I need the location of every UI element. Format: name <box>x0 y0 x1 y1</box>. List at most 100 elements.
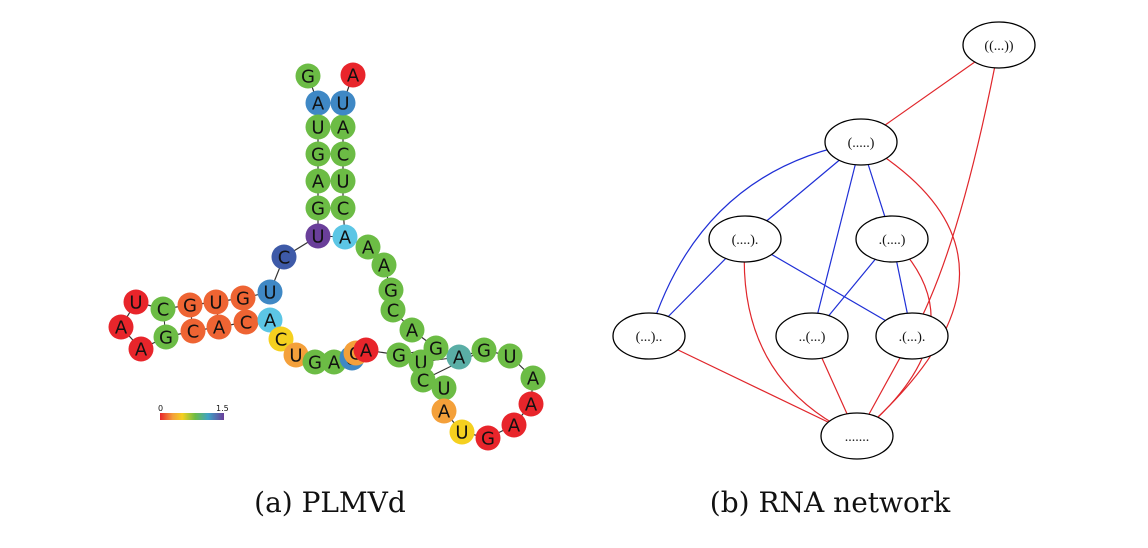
nucleotide-circle <box>386 342 412 368</box>
network-edge <box>911 44 1000 337</box>
nucleotide-base-label: U <box>455 423 468 444</box>
nucleotide-base-label: A <box>453 348 466 369</box>
nucleotide-base-label: A <box>339 228 352 249</box>
plmvd-structure-panel: GAUGAGUCUGUGCUAAGCACACUGAUGAGUCUAUGAAAUG… <box>108 62 546 519</box>
nucleotide-circle <box>378 277 404 303</box>
nucleotide-circle <box>203 289 229 315</box>
nucleotide-base-label: A <box>115 318 128 339</box>
nucleotide-circle <box>431 398 457 424</box>
nucleotide-base-label: G <box>183 296 197 317</box>
nucleotide-base-label: G <box>477 341 491 362</box>
nucleotide-base-label: G <box>392 346 406 367</box>
nucleotide: C <box>180 318 206 344</box>
network-edge <box>744 238 913 337</box>
nucleotide: A <box>108 314 134 340</box>
nucleotide-base-label: U <box>437 379 450 400</box>
nucleotide-base-label: A <box>312 172 325 193</box>
nucleotide: U <box>123 289 149 315</box>
network-edge <box>743 238 858 437</box>
nucleotide: U <box>330 168 356 194</box>
network-node-ellipse <box>820 412 894 460</box>
nucleotide-base-label: C <box>278 248 291 269</box>
nucleotide-circle <box>353 337 379 363</box>
nucleotide: U <box>257 279 283 305</box>
nucleotide-circle <box>268 326 294 352</box>
nucleotide: U <box>449 419 475 445</box>
nucleotide: G <box>177 292 203 318</box>
nucleotide-base-label: C <box>337 199 350 220</box>
nucleotide: U <box>305 114 331 140</box>
network-node: (...).. <box>612 312 686 360</box>
network-node-ellipse <box>708 215 782 263</box>
nucleotide-circle <box>123 289 149 315</box>
nucleotide-circle <box>518 391 544 417</box>
nucleotide: A <box>305 168 331 194</box>
nucleotide-base-label: C <box>387 301 400 322</box>
nucleotide: C <box>380 297 406 323</box>
nucleotide-base-label: U <box>311 227 324 248</box>
nucleotide-base-label: A <box>362 238 375 259</box>
nucleotide-base-label: U <box>129 293 142 314</box>
nucleotide: A <box>399 317 425 343</box>
nucleotide-circle <box>431 375 457 401</box>
nucleotide-base-label: A <box>508 416 521 437</box>
nucleotide-circle <box>257 307 283 333</box>
network-node-label: (.....) <box>848 136 875 151</box>
nucleotide: A <box>206 314 232 340</box>
nucleotide: U <box>431 375 457 401</box>
nucleotide: A <box>520 365 546 391</box>
nucleotide-circle <box>330 141 356 167</box>
nucleotide-base-label: C <box>337 145 350 166</box>
nucleotide-base-label: A <box>438 402 451 423</box>
rna-network-panel: ((...))(.....)(....)..(....)(...)....(..… <box>612 21 1036 519</box>
nucleotide-circle <box>399 317 425 343</box>
nucleotide-circle <box>330 168 356 194</box>
network-node: ..(...) <box>775 312 849 360</box>
network-node-label: ..(...) <box>799 330 826 345</box>
nucleotide-circle <box>471 337 497 363</box>
nucleotide-base-label: A <box>525 395 538 416</box>
nucleotide-base-label: U <box>503 347 516 368</box>
nucleotide-circle <box>305 168 331 194</box>
nucleotide-base-label: G <box>429 339 443 360</box>
nucleotide-circle <box>153 324 179 350</box>
nucleotide-base-label: A <box>347 66 360 87</box>
color-scale-min-label: 0 <box>158 404 163 413</box>
nucleotide: A <box>371 252 397 278</box>
nucleotide-circle <box>520 365 546 391</box>
nucleotide-circle <box>340 62 366 88</box>
nucleotide: A <box>257 307 283 333</box>
nucleotide-base-label: U <box>311 118 324 139</box>
nucleotide-base-label: C <box>275 330 288 351</box>
network-node-ellipse <box>775 312 849 360</box>
nucleotide: G <box>475 425 501 451</box>
network-edge <box>856 141 960 437</box>
nucleotide-circle <box>257 279 283 305</box>
nucleotide-circle <box>206 314 232 340</box>
network-node-label: (...).. <box>636 330 663 345</box>
network-node: ((...)) <box>962 21 1036 69</box>
nucleotide: A <box>128 336 154 362</box>
nucleotide: A <box>446 344 472 370</box>
nucleotide-base-label: G <box>311 145 325 166</box>
nucleotide-base-label: G <box>384 281 398 302</box>
nucleotide-circle <box>497 343 523 369</box>
nucleotide-circle <box>305 90 331 116</box>
nucleotide: G <box>302 349 328 375</box>
nucleotide-base-label: G <box>481 429 495 450</box>
nucleotide: C <box>271 244 297 270</box>
nucleotide-layer: GAUGAGUCUGUGCUAAGCACACUGAUGAGUCUAUGAAAUG… <box>108 62 546 451</box>
nucleotide-circle <box>330 195 356 221</box>
nucleotide: C <box>330 195 356 221</box>
nucleotide-base-label: U <box>209 293 222 314</box>
nucleotide-circle <box>332 224 358 250</box>
nucleotide-circle <box>446 344 472 370</box>
nucleotide: A <box>332 224 358 250</box>
nucleotide-circle <box>150 296 176 322</box>
network-edges <box>648 44 1000 437</box>
network-edge <box>811 141 862 337</box>
nucleotide: A <box>305 90 331 116</box>
nucleotide: A <box>518 391 544 417</box>
nucleotide: U <box>203 289 229 315</box>
